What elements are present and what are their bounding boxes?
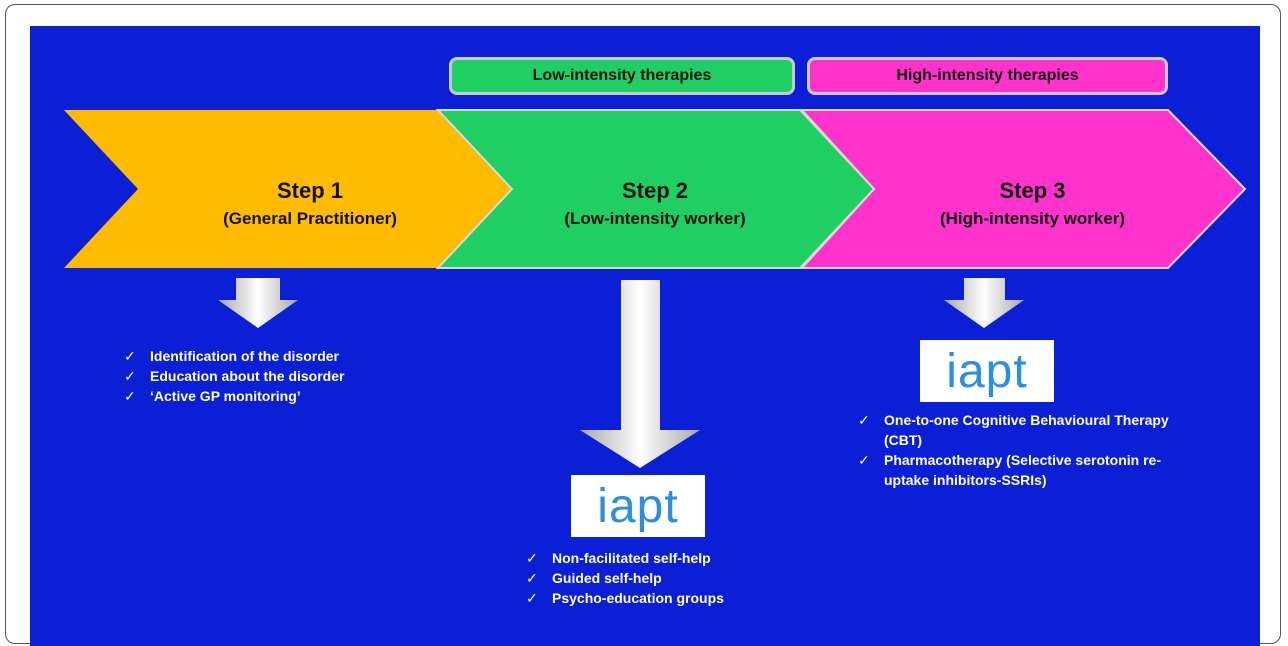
list-item: ✓Guided self-help xyxy=(526,570,662,586)
check-icon: ✓ xyxy=(124,348,136,364)
list-item: ✓Pharmacotherapy (Selective serotonin re… xyxy=(858,452,1161,488)
list-item: ✓Identification of the disorder xyxy=(124,348,340,364)
check-icon: ✓ xyxy=(526,570,538,586)
list-item: ✓One-to-one Cognitive Behavioural Therap… xyxy=(858,412,1169,448)
step3-down-arrow xyxy=(944,278,1024,328)
low-intensity-label: Low-intensity therapies xyxy=(449,57,795,95)
step3-subtitle: (High-intensity worker) xyxy=(939,209,1126,228)
check-icon: ✓ xyxy=(526,590,538,606)
step2-text: Step 2 (Low-intensity worker) xyxy=(530,176,780,232)
step2-title: Step 2 xyxy=(621,178,689,203)
step2-chevron xyxy=(435,109,876,269)
step1-subtitle: (General Practitioner) xyxy=(223,209,397,228)
step3-title: Step 3 xyxy=(999,178,1066,203)
list-item: ✓Psycho-education groups xyxy=(526,590,724,606)
step2-down-arrow xyxy=(580,280,700,468)
step2-list: ✓Non-facilitated self-help ✓Guided self-… xyxy=(526,548,826,608)
step1-title: Step 1 xyxy=(276,178,344,203)
list-item: ✓Education about the disorder xyxy=(124,368,345,384)
iapt-logo-step2: iapt xyxy=(571,475,705,537)
step3-text: Step 3 (High-intensity worker) xyxy=(895,176,1170,232)
step1-text: Step 1 (General Practitioner) xyxy=(160,176,460,232)
check-icon: ✓ xyxy=(124,368,136,384)
list-item: ✓‘Active GP monitoring’ xyxy=(124,388,301,404)
step-chevrons xyxy=(64,109,1247,468)
step1-down-arrow xyxy=(218,278,298,328)
check-icon: ✓ xyxy=(526,550,538,566)
step3-list: ✓One-to-one Cognitive Behavioural Therap… xyxy=(858,410,1198,490)
step1-chevron xyxy=(64,110,512,268)
list-item: ✓Non-facilitated self-help xyxy=(526,550,711,566)
high-intensity-label: High-intensity therapies xyxy=(807,57,1168,95)
check-icon: ✓ xyxy=(858,412,870,428)
check-icon: ✓ xyxy=(124,388,136,404)
step2-subtitle: (Low-intensity worker) xyxy=(564,209,746,228)
iapt-logo-step3: iapt xyxy=(920,340,1054,402)
step1-list: ✓Identification of the disorder ✓Educati… xyxy=(124,346,444,406)
check-icon: ✓ xyxy=(858,452,870,468)
